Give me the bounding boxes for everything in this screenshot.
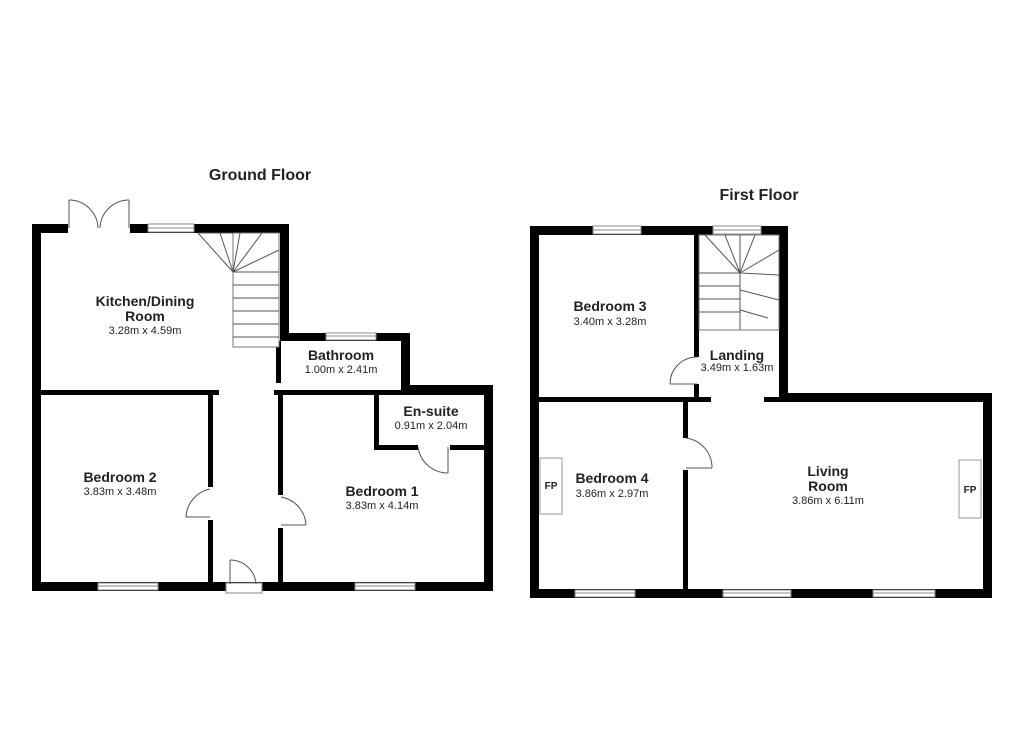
ensuite-name: En-suite (403, 403, 458, 419)
wall (983, 393, 992, 598)
bathroom-name: Bathroom (308, 347, 374, 363)
interior-wall (694, 384, 699, 398)
interior-wall (274, 390, 484, 395)
ground-floor-plan: Ground Floor (32, 167, 493, 594)
interior-wall (208, 395, 213, 487)
window (147, 223, 195, 233)
kitchen-name-line2: Room (125, 308, 165, 324)
wall (779, 393, 992, 402)
living-dims: 3.86m x 6.11m (792, 495, 864, 507)
wall (484, 385, 493, 590)
door (685, 437, 713, 469)
landing-dims: 3.49m x 1.63m (701, 362, 774, 374)
interior-wall (694, 235, 699, 357)
window (872, 589, 936, 598)
room-living: Living Room 3.86m x 6.11m (792, 463, 864, 507)
wall (32, 224, 41, 590)
interior-wall (278, 528, 283, 583)
interior-wall (683, 402, 688, 438)
room-kitchen: Kitchen/Dining Room 3.28m x 4.59m (96, 293, 195, 337)
interior-wall (208, 520, 213, 583)
ground-floor-title: Ground Floor (209, 167, 311, 184)
landing-name: Landing (710, 347, 764, 363)
door (669, 356, 698, 385)
interior-wall (764, 397, 784, 402)
ensuite-dims: 0.91m x 2.04m (395, 420, 468, 432)
bedroom2-name: Bedroom 2 (83, 469, 156, 485)
window (592, 225, 642, 235)
room-ensuite: En-suite 0.91m x 2.04m (395, 403, 468, 432)
bathroom-dims: 1.00m x 2.41m (305, 364, 378, 376)
wall (530, 226, 788, 235)
first-floor-title: First Floor (719, 187, 798, 204)
window (574, 589, 636, 598)
kitchen-dims: 3.28m x 4.59m (109, 325, 182, 337)
bedroom1-name: Bedroom 1 (345, 483, 418, 499)
fireplace: FP (539, 457, 563, 515)
bedroom3-dims: 3.40m x 3.28m (574, 316, 647, 328)
window (712, 225, 762, 235)
french-doors (68, 199, 130, 229)
room-bedroom2: Bedroom 2 3.83m x 3.48m (83, 469, 156, 498)
bedroom4-name: Bedroom 4 (575, 470, 648, 486)
wall (32, 224, 68, 233)
door (185, 488, 211, 518)
staircase (698, 234, 780, 331)
interior-wall (539, 397, 711, 402)
bedroom3-name: Bedroom 3 (573, 298, 646, 314)
room-bedroom1: Bedroom 1 3.83m x 4.14m (345, 483, 418, 512)
window (722, 589, 792, 598)
interior-wall (374, 395, 379, 450)
interior-wall (278, 395, 283, 495)
wall (401, 385, 493, 394)
wall (130, 224, 288, 233)
wall (530, 226, 539, 598)
kitchen-name-line1: Kitchen/Dining (96, 293, 195, 309)
bedroom2-dims: 3.83m x 3.48m (84, 486, 157, 498)
staircase (197, 232, 280, 348)
bedroom4-dims: 3.86m x 2.97m (576, 488, 649, 500)
door (280, 496, 307, 526)
interior-wall (374, 445, 418, 450)
interior-wall (276, 341, 281, 383)
room-bathroom: Bathroom 1.00m x 2.41m (305, 347, 378, 376)
fireplace-label: FP (545, 481, 558, 492)
front-door (225, 559, 263, 594)
first-floor-plan: First Floor (530, 187, 992, 598)
room-bedroom3: Bedroom 3 3.40m x 3.28m (573, 298, 646, 328)
window (97, 582, 159, 591)
room-bedroom4: Bedroom 4 3.86m x 2.97m (575, 470, 648, 500)
window (354, 582, 416, 591)
living-name-line1: Living (807, 463, 848, 479)
fireplace-label: FP (964, 485, 977, 496)
fireplace: FP (958, 459, 982, 519)
wall (401, 333, 410, 393)
wall (280, 224, 289, 334)
interior-wall (450, 445, 484, 450)
bedroom1-dims: 3.83m x 4.14m (346, 500, 419, 512)
door (417, 446, 449, 474)
interior-wall (683, 470, 688, 590)
room-landing: Landing 3.49m x 1.63m (701, 347, 774, 374)
window (325, 332, 377, 341)
interior-wall (41, 390, 219, 395)
wall (779, 226, 788, 396)
living-name-line2: Room (808, 478, 848, 494)
